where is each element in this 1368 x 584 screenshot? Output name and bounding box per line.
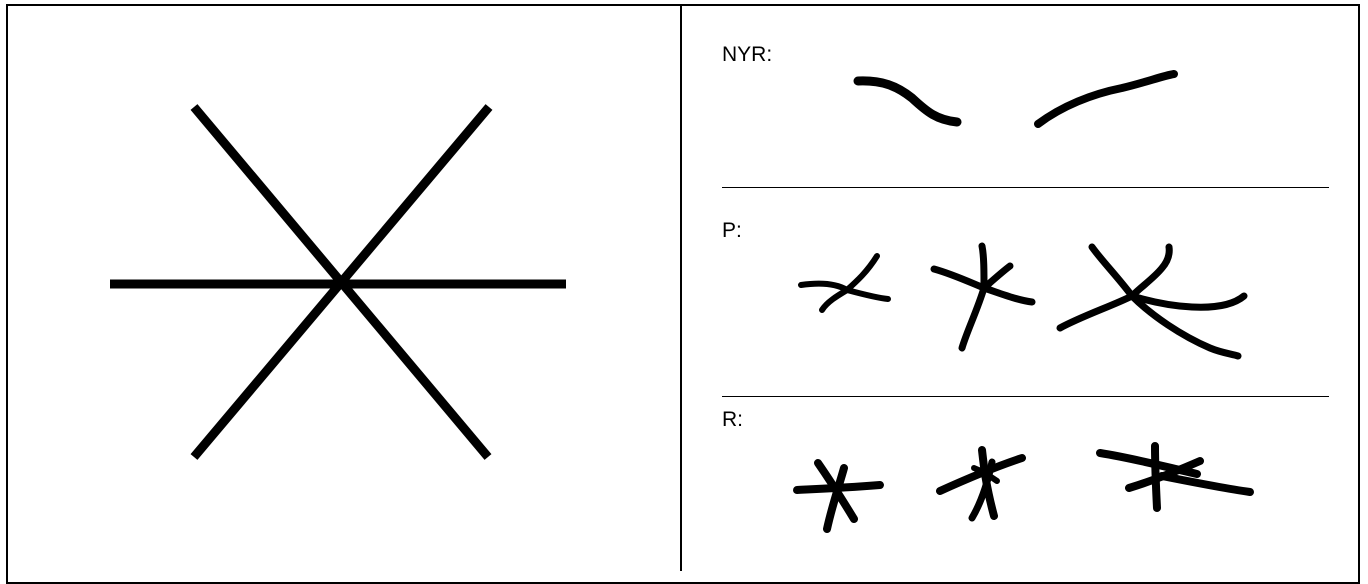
reference-panel	[8, 6, 680, 571]
p-drawing-3-stroke-b	[1128, 243, 1173, 300]
drawings-panel: NYR: P: R:	[682, 6, 1358, 571]
p-drawing-1-stroke-c	[844, 287, 891, 302]
p-drawing-1-stroke-d	[819, 287, 850, 313]
panel-divider	[680, 4, 682, 571]
r-drawing-3-stroke-d	[1158, 472, 1254, 496]
nyr-stroke-1	[853, 76, 962, 127]
r-drawing-3-stroke-a	[1096, 449, 1201, 478]
nyr-drawings	[853, 70, 1178, 128]
row-divider-2	[722, 396, 1329, 397]
row-label-r: R:	[722, 408, 743, 431]
asterisk-diagonal-stroke-2	[190, 104, 493, 460]
r-drawing-2-stroke-a	[936, 454, 1026, 495]
r-drawing-1-stroke-b	[814, 459, 858, 523]
r-drawings	[793, 442, 1254, 533]
row-label-nyr: NYR:	[722, 43, 773, 66]
nyr-stroke-2	[1034, 70, 1178, 128]
p-drawing-3-stroke-c	[1056, 292, 1136, 332]
p-drawing-2-stroke-d	[980, 284, 1036, 306]
row-label-p: P:	[722, 219, 742, 242]
p-drawing-3-stroke-a	[1088, 243, 1136, 300]
r-drawing-2-stroke-c	[968, 458, 996, 522]
p-drawing-2-stroke-a	[930, 265, 988, 292]
p-drawing-3-stroke-e	[1128, 292, 1242, 360]
r-drawing-2-stroke-d	[971, 465, 1000, 484]
p-drawing-2-stroke-e	[958, 284, 988, 352]
p-drawing-3-stroke-d	[1128, 292, 1248, 311]
reference-asterisk	[110, 104, 566, 460]
row-divider-1	[722, 187, 1329, 188]
p-drawings	[798, 242, 1248, 360]
r-drawing-1-stroke-c	[823, 464, 848, 533]
